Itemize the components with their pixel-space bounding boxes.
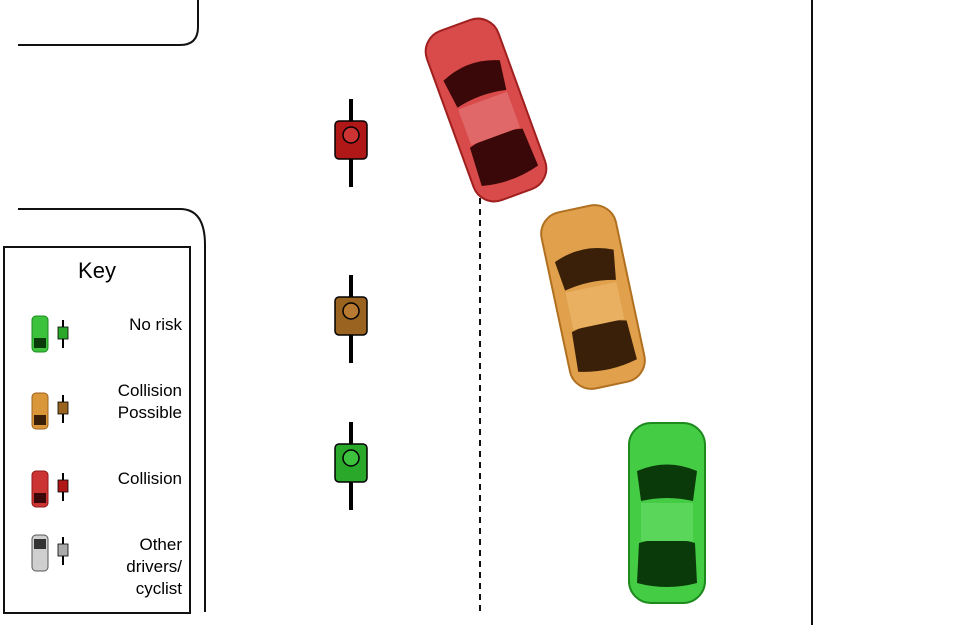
cyclist-no-risk <box>334 422 368 510</box>
key-icon-no-risk <box>31 315 69 353</box>
car-collision <box>424 17 548 203</box>
key-title: Key <box>78 258 116 283</box>
key-icon-other <box>31 534 69 572</box>
key-label-no-risk: No risk <box>129 315 182 334</box>
key-icon-collision-possible <box>31 392 69 430</box>
cyclist-collision <box>334 99 368 187</box>
key-label-collision-possible: Collision Possible <box>117 381 182 422</box>
car-no-risk <box>628 422 706 604</box>
cyclist-collision-possible <box>334 275 368 363</box>
key-label-collision: Collision <box>117 469 182 488</box>
car-collision-possible <box>540 204 646 390</box>
key-icon-collision <box>31 470 69 508</box>
kerb-top-left <box>18 0 199 46</box>
key-label-other: Other drivers/ cyclist <box>126 535 182 598</box>
kerb-side-road <box>18 208 206 612</box>
